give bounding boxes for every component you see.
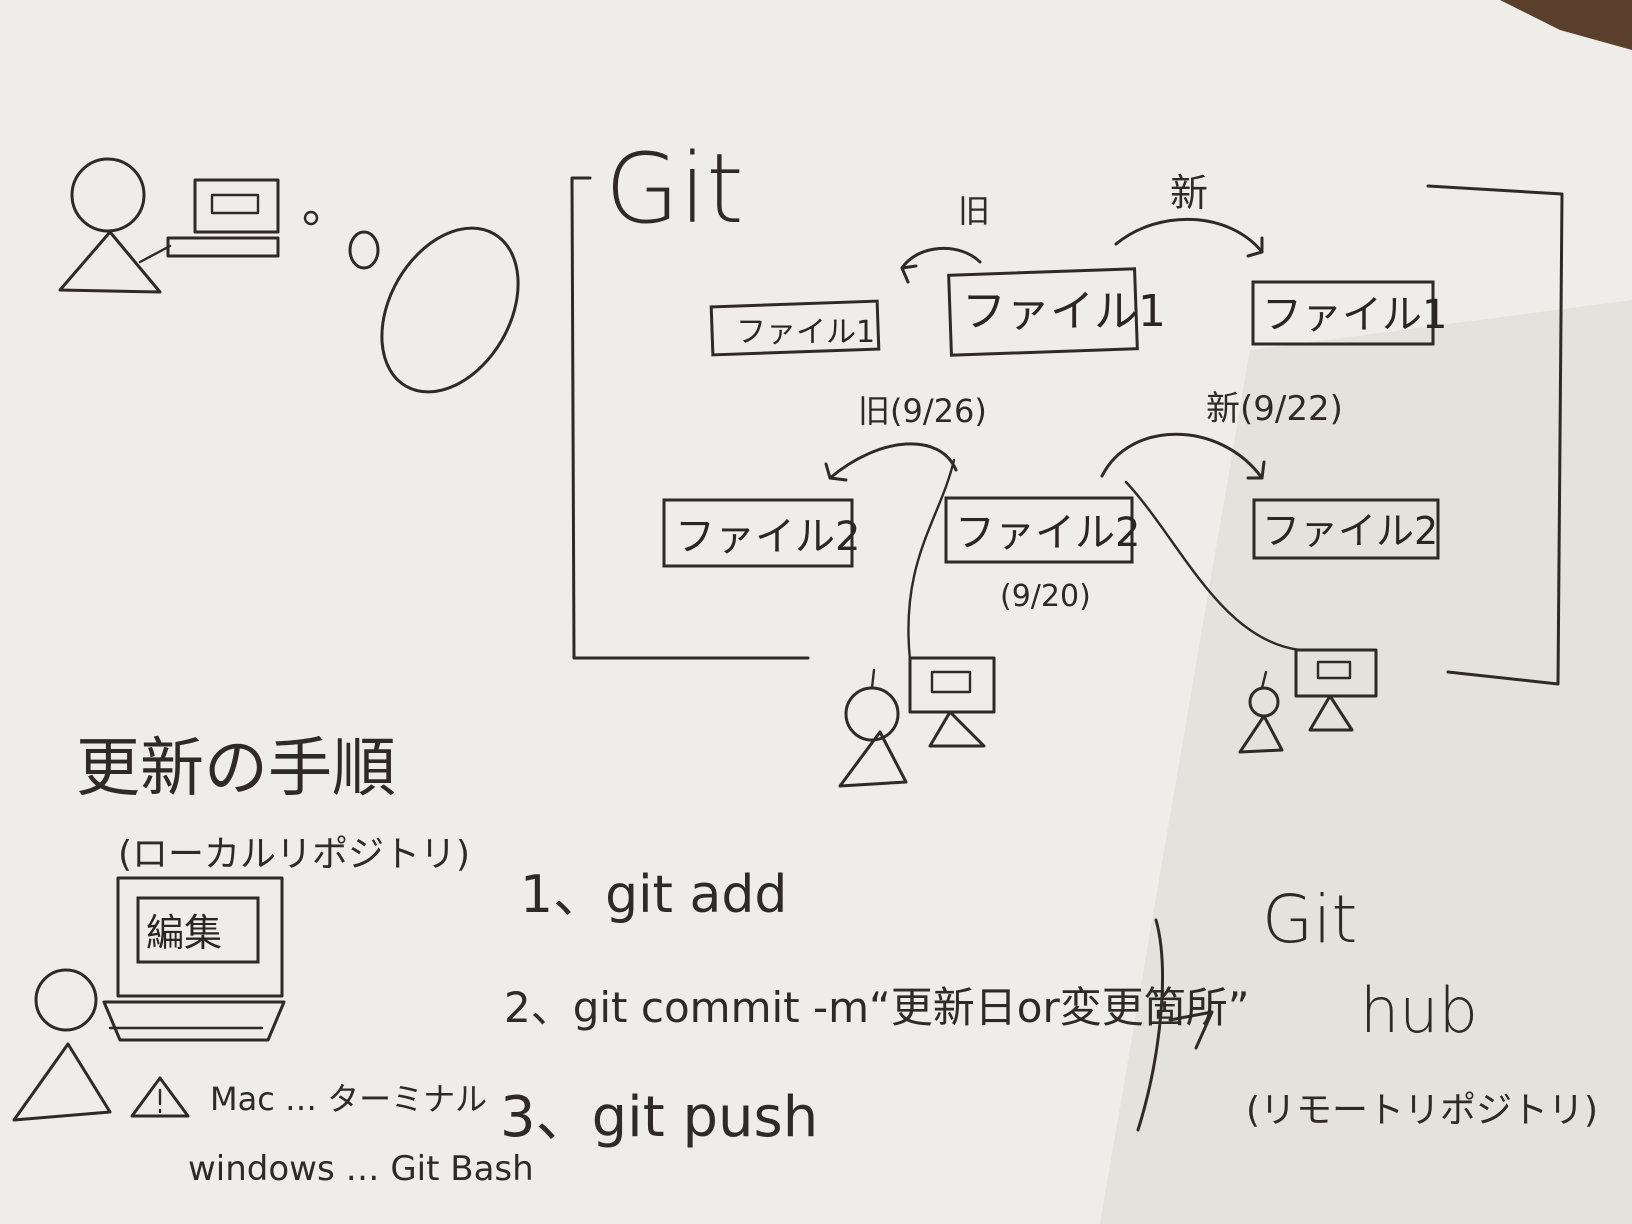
note-mac: Mac … ターミナル [210, 1080, 487, 1118]
git-panel-title: Git [605, 133, 744, 245]
label-old-row2: 旧(9/26) [858, 392, 987, 430]
arrow-new-row1 [1114, 217, 1264, 258]
link-right-person [1124, 480, 1302, 652]
arrow-new-row2 [1100, 432, 1266, 480]
github-title-line1: Git [1262, 881, 1357, 958]
file2-current-label: ファイル2 [955, 510, 1140, 556]
paper-shadow [1100, 300, 1632, 1224]
file1-current-label: ファイル1 [962, 286, 1166, 337]
file1-new-label: ファイル1 [1262, 292, 1447, 338]
label-new-row2: 新(9/22) [1206, 389, 1343, 429]
developer-left-icon [838, 656, 996, 788]
thought-bubble-icon [303, 210, 520, 394]
edit-screen-box [136, 896, 260, 964]
file1-old-label: ファイル1 [736, 315, 875, 350]
github-title-line2: hub [1360, 974, 1478, 1047]
file2-old-box [662, 498, 854, 568]
file2-old-label: ファイル2 [675, 514, 860, 560]
file2-new-box [1252, 498, 1440, 560]
file1-current-box [947, 267, 1139, 357]
git-local-panel: Git ファイル1 ファイル1 ファイル1 旧 新 ファイル2 ファイル2 (9… [570, 133, 1564, 686]
note-windows: windows … Git Bash [188, 1149, 534, 1189]
label-old-row1: 旧 [958, 192, 990, 230]
warning-icon [130, 1076, 190, 1118]
step-1: 1、git add [520, 865, 787, 925]
step-2: 2、git commit -m“更新日or変更箇所” [504, 983, 1250, 1032]
arrow-to-github [1168, 1010, 1214, 1050]
github-subtitle: (リモートリポジトリ) [1246, 1090, 1598, 1131]
file1-old-box [709, 299, 881, 357]
file2-current-date: (9/20) [1000, 579, 1091, 614]
procedure-subtitle: (ローカルリポジトリ) [118, 834, 470, 875]
procedure-title: 更新の手順 [76, 732, 396, 806]
file2-current-box [944, 496, 1134, 564]
person-with-laptop-icon [58, 157, 280, 294]
file2-new-label: ファイル2 [1262, 509, 1438, 553]
arrow-old-row2 [824, 442, 958, 482]
desktop-computer-icon [102, 876, 286, 1042]
edit-screen-label: 編集 [146, 911, 222, 955]
label-new-row1: 新 [1170, 171, 1208, 215]
steps-brace [1136, 918, 1164, 1132]
person-at-desktop-icon [12, 968, 112, 1122]
arrow-old-row1 [900, 247, 982, 284]
file1-new-box [1251, 280, 1435, 346]
developer-right-icon [1238, 648, 1378, 754]
link-left-person [907, 458, 956, 662]
step-3: 3、git push [500, 1085, 818, 1150]
